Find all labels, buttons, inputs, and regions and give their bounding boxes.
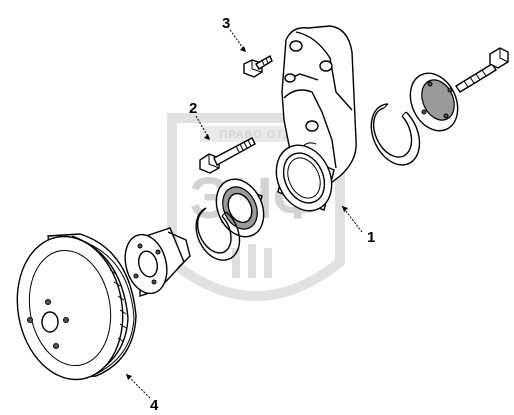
bolt-right	[455, 47, 509, 93]
callout-2: 2	[189, 100, 197, 117]
flange-plate-right	[409, 72, 459, 132]
bolt-part-2	[199, 137, 256, 174]
ball-bearing	[215, 178, 265, 238]
bearing-sleeve	[275, 144, 335, 212]
callout-4: 4	[150, 397, 159, 414]
bolt-part-3	[243, 54, 273, 78]
watermark-banner-text: ПРАВО ОТД	[219, 129, 292, 141]
callout-1: 1	[367, 229, 375, 246]
pulley-hub	[124, 227, 191, 297]
leader-lines	[125, 29, 363, 399]
callout-3: 3	[222, 15, 230, 32]
retaining-ring-right	[370, 103, 421, 166]
retaining-ring-left	[195, 207, 241, 261]
pulley-part-4	[16, 233, 137, 381]
